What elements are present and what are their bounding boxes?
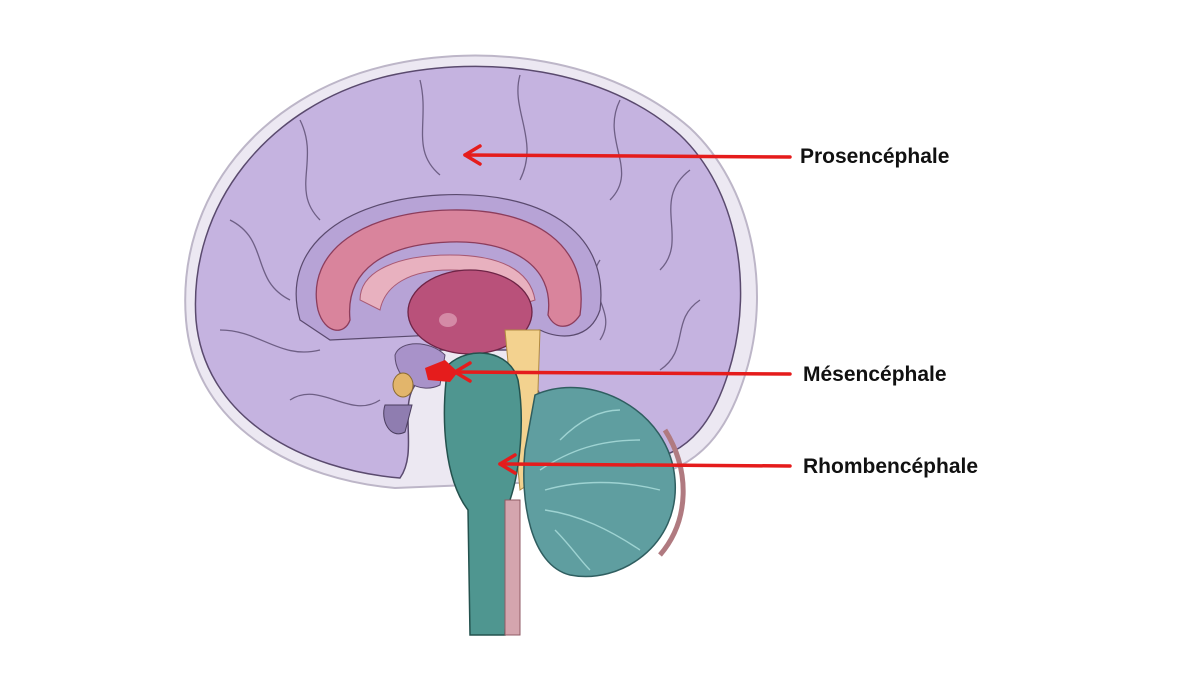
arrowhead-mesencephale (453, 361, 472, 383)
arrowhead-prosencephale (463, 144, 482, 166)
corpus-callosum (315, 209, 582, 331)
pituitary-gland (392, 372, 414, 398)
brainstem (443, 352, 523, 636)
arrow-prosencephale (463, 153, 792, 159)
label-mesencephale: Mésencéphale (803, 363, 947, 386)
midbrain-marker (425, 360, 458, 382)
gyri-lines (219, 74, 701, 407)
interthalamic-adhesion (439, 313, 457, 327)
arrow-rhombencephale (498, 462, 792, 468)
medulla-back (504, 499, 521, 636)
cerebellum-outer-edge (658, 428, 686, 557)
label-arrows (453, 144, 792, 475)
fornix (359, 254, 536, 311)
label-rhombencephale: Rhombencéphale (803, 455, 979, 478)
arrow-mesencephale (453, 370, 792, 376)
label-prosencephale: Prosencéphale (800, 145, 950, 168)
arrowhead-rhombencephale (498, 453, 517, 475)
optic-region (383, 404, 413, 435)
